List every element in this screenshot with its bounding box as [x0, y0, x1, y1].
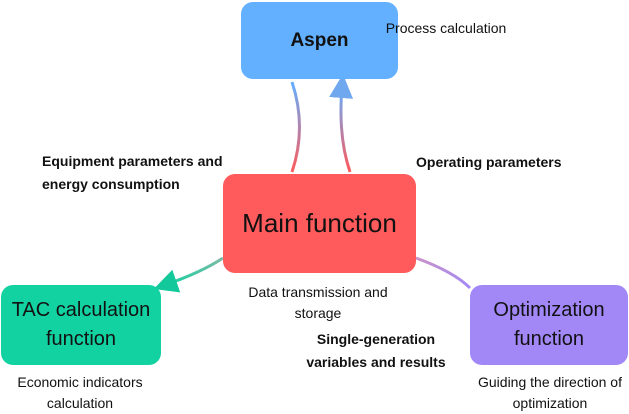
- data-transmission-note: Data transmission and storage: [248, 284, 388, 321]
- single-generation-label: Single-generation variables and results: [306, 331, 446, 370]
- guiding-direction-note: Guiding the direction of optimization: [478, 374, 622, 411]
- tac-calculation-node: TAC calculation function: [1, 285, 161, 365]
- optimization-node: Optimization function: [470, 285, 628, 365]
- process-calculation-note: Process calculation: [385, 20, 507, 36]
- optimization-label: Optimization function: [493, 299, 605, 350]
- edge-main-to-optimization: [415, 256, 472, 290]
- operating-parameters-label: Operating parameters: [416, 154, 562, 170]
- tac-calculation-label: TAC calculation function: [11, 299, 151, 350]
- equipment-parameters-label: Equipment parameters and energy consumpt…: [42, 153, 223, 192]
- aspen-label: Aspen: [290, 29, 349, 51]
- edge-aspen-to-main: [290, 81, 301, 173]
- main-function-node: Main function: [223, 174, 416, 273]
- edge-main-to-aspen: [329, 74, 354, 173]
- economic-indicators-note: Economic indicators calculation: [17, 374, 143, 411]
- main-function-label: Main function: [242, 208, 397, 238]
- aspen-node: Aspen: [241, 2, 398, 79]
- edge-main-to-tac: [153, 256, 224, 293]
